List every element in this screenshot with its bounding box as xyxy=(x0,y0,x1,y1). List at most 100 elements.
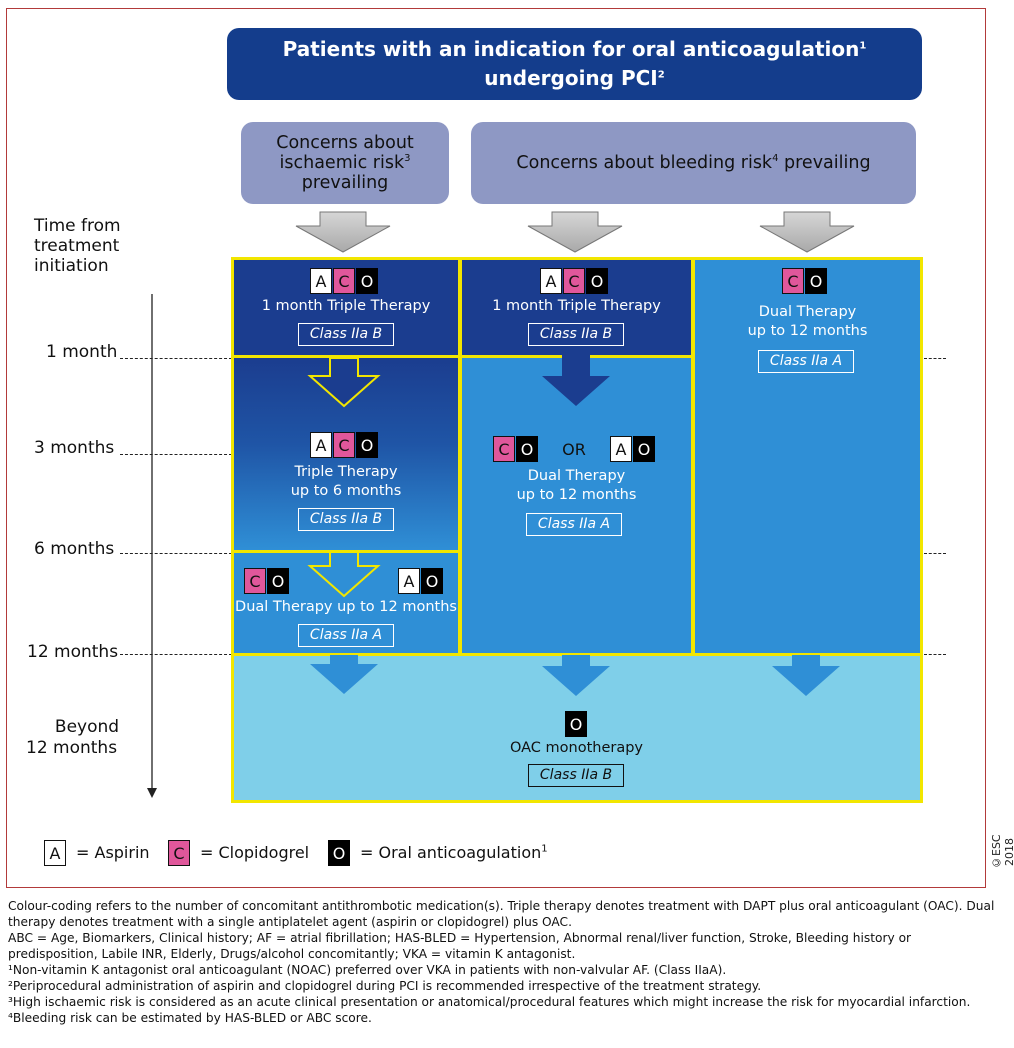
copyright: ©ESC 2018 xyxy=(990,834,1014,870)
arrow-left-6m xyxy=(307,551,381,598)
grey-arrow-right xyxy=(759,211,855,253)
drug-o: O xyxy=(516,436,538,462)
footnote-1: ¹Non-vitamin K antagonist oral anticoagu… xyxy=(8,963,727,977)
dash-1-month-right xyxy=(924,358,946,359)
middle-mid-class: Class IIa A xyxy=(526,513,622,536)
drug-o: O xyxy=(267,568,289,594)
title-line2: undergoing PCI xyxy=(484,66,658,90)
middle-mid-box xyxy=(462,358,691,653)
ischaemic-concern-box: Concerns about ischaemic risk3 prevailin… xyxy=(241,122,449,204)
left-mid-text2: up to 6 months xyxy=(290,483,402,499)
arrow-right-12m xyxy=(772,655,840,696)
dash-3-months-left xyxy=(120,454,232,455)
left-mid-class: Class IIa B xyxy=(298,508,394,531)
time-label-beyond-2: 12 months xyxy=(26,738,118,758)
bleeding-text2: prevailing xyxy=(778,153,871,173)
drug-c: C xyxy=(244,568,266,594)
footnote-abbreviations: ABC = Age, Biomarkers, Clinical history;… xyxy=(8,931,912,961)
arrow-left-12m xyxy=(310,655,378,694)
drug-a: A xyxy=(398,568,420,594)
time-label-1-month: 1 month xyxy=(46,342,118,362)
middle-mid-text2: up to 12 months xyxy=(516,487,637,503)
ischaemic-line1: Concerns about xyxy=(276,133,414,153)
title-sup1: 1 xyxy=(859,40,867,52)
dash-12-months-right xyxy=(924,654,946,655)
grey-arrow-left xyxy=(295,211,391,253)
footnote-colour-coding: Colour-coding refers to the number of co… xyxy=(8,899,995,929)
drug-a: A xyxy=(310,268,332,294)
drug-c: C xyxy=(333,432,355,458)
dash-12-months-left xyxy=(120,654,232,655)
drug-c: C xyxy=(782,268,804,294)
right-text1: Dual Therapy xyxy=(758,304,857,320)
page-title: Patients with an indication for oral ant… xyxy=(227,28,922,100)
middle-top-class: Class IIa B xyxy=(528,323,624,346)
drug-c: C xyxy=(493,436,515,462)
legend-drug-c: C xyxy=(168,840,190,866)
time-header-1: Time from xyxy=(34,216,121,236)
drug-o: O xyxy=(356,268,378,294)
time-label-6-months: 6 months xyxy=(34,539,115,559)
legend-drug-o: O xyxy=(328,840,350,866)
right-text2: up to 12 months xyxy=(747,323,868,339)
middle-mid-text1: Dual Therapy xyxy=(527,468,626,484)
time-label-3-months: 3 months xyxy=(34,438,115,458)
drug-c: C xyxy=(563,268,585,294)
dash-6-months-right xyxy=(924,553,946,554)
arrow-left-1m xyxy=(307,357,381,408)
legend-aspirin: = Aspirin xyxy=(76,843,150,862)
drug-o: O xyxy=(565,711,587,737)
drug-c: C xyxy=(333,268,355,294)
arrow-middle-12m xyxy=(542,655,610,696)
drug-a: A xyxy=(540,268,562,294)
drug-a: A xyxy=(610,436,632,462)
left-bottom-class: Class IIa A xyxy=(298,624,394,647)
ischaemic-line2: ischaemic risk xyxy=(279,153,405,173)
grey-arrow-middle xyxy=(527,211,623,253)
drug-o: O xyxy=(356,432,378,458)
right-class: Class IIa A xyxy=(758,350,854,373)
ischaemic-line3: prevailing xyxy=(301,173,389,193)
legend-oac-label: = Oral anticoagulation xyxy=(360,843,542,862)
or-label: OR xyxy=(562,440,586,459)
arrow-middle-1m xyxy=(542,355,610,406)
outer-frame xyxy=(6,8,986,888)
beyond-line1: Beyond xyxy=(54,717,120,737)
legend-oac-sup: 1 xyxy=(541,843,548,855)
drug-o: O xyxy=(633,436,655,462)
left-mid-text1: Triple Therapy xyxy=(294,464,398,480)
title-line1: Patients with an indication for oral ant… xyxy=(282,37,860,61)
time-header: Time from treatment initiation xyxy=(34,216,144,276)
left-bottom-text: Dual Therapy up to 12 months xyxy=(235,599,457,615)
bleeding-text: Concerns about bleeding risk xyxy=(516,153,773,173)
left-top-class: Class IIa B xyxy=(298,323,394,346)
drug-o: O xyxy=(586,268,608,294)
footnote-4: ⁴Bleeding risk can be estimated by HAS-B… xyxy=(8,1011,372,1025)
time-header-3: initiation xyxy=(34,256,109,276)
legend-drug-a: A xyxy=(44,840,66,866)
bleeding-concern-box: Concerns about bleeding risk4 prevailing xyxy=(471,122,916,204)
legend-clopidogrel: = Clopidogrel xyxy=(200,843,310,862)
time-label-12-months: 12 months xyxy=(27,642,119,662)
timeline-axis xyxy=(147,294,157,798)
left-top-text: 1 month Triple Therapy xyxy=(261,298,431,314)
drug-o: O xyxy=(805,268,827,294)
time-label-beyond: Beyond xyxy=(52,717,122,737)
drug-o: O xyxy=(421,568,443,594)
footnote-3: ³High ischaemic risk is considered as an… xyxy=(8,995,971,1009)
dash-6-months-left xyxy=(120,553,232,554)
drug-a: A xyxy=(310,432,332,458)
beyond-text: OAC monotherapy xyxy=(509,740,644,756)
title-sup2: 2 xyxy=(657,69,665,81)
footnotes: Colour-coding refers to the number of co… xyxy=(8,898,998,1026)
right-box xyxy=(695,260,920,653)
dash-1-month-left xyxy=(120,358,232,359)
legend-oac: = Oral anticoagulation1 xyxy=(360,840,548,866)
ischaemic-sup: 3 xyxy=(404,153,411,165)
time-header-2: treatment xyxy=(34,236,120,256)
footnote-2: ²Periprocedural administration of aspiri… xyxy=(8,979,762,993)
bleeding-sup: 4 xyxy=(772,153,779,165)
middle-top-text: 1 month Triple Therapy xyxy=(492,298,661,314)
